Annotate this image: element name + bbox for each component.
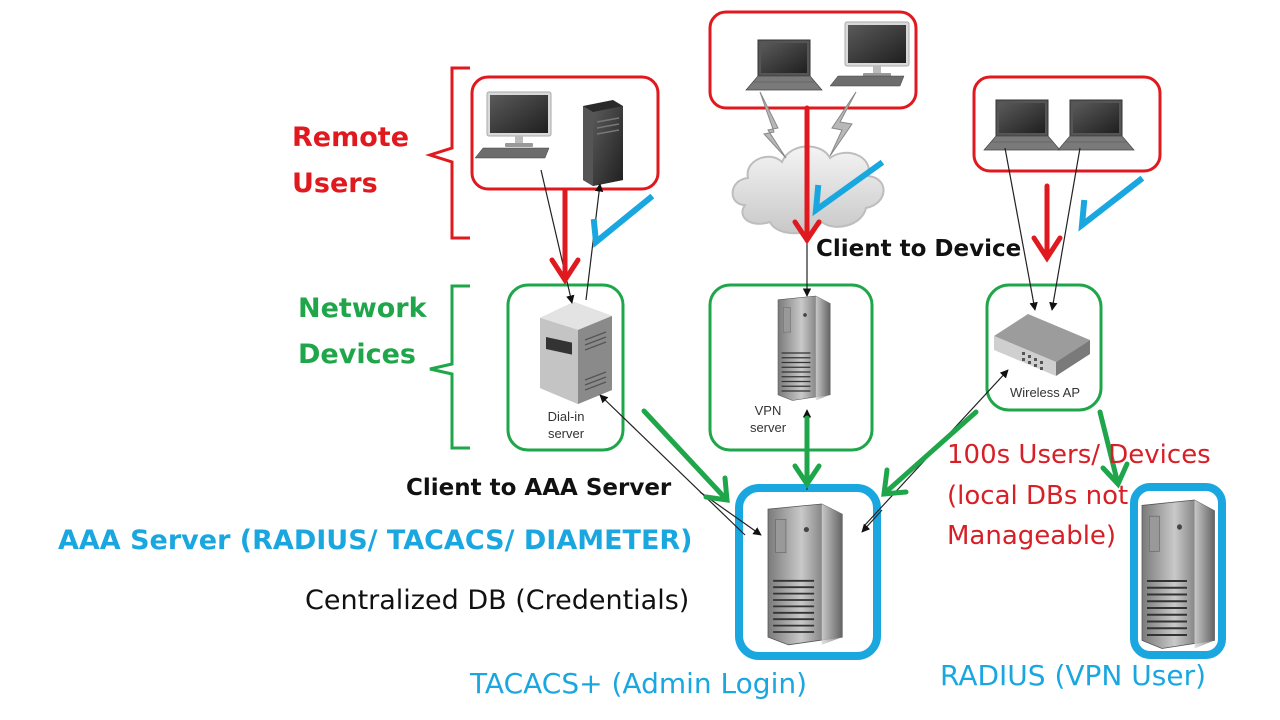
keyboard-icon (829, 75, 905, 87)
radius-label: RADIUS (VPN User) (940, 659, 1207, 692)
network-devices-label-line1: Network (298, 293, 427, 324)
red-arrow-1 (549, 187, 581, 285)
dial-in-caption: Dial-in server (528, 409, 604, 443)
network-devices-label-line2: Devices (298, 339, 416, 370)
scalability-note-line2: (local DBs not (947, 481, 1129, 511)
vpn-server-box (708, 283, 874, 452)
dial-in-server-box (506, 283, 625, 452)
network-devices-bracket (429, 284, 470, 450)
red-arrow-2 (792, 105, 822, 245)
arrow-aaa-dialin (599, 394, 746, 536)
server-cube-icon (540, 302, 612, 404)
remote-users-label-line1: Remote (292, 122, 410, 153)
scalability-note-line1: 100s Users/ Devices (947, 440, 1211, 470)
scalability-note-line3: Manageable) (947, 521, 1117, 551)
client-to-device-label: Client to Device (816, 236, 1022, 262)
arrow-laptop-ap1 (1004, 147, 1038, 311)
green-client-to-aaa-arrows (641, 408, 1130, 503)
tower-server-icon (767, 503, 844, 646)
tower-server-icon (777, 295, 831, 402)
arrow-laptop-ap2 (1049, 147, 1081, 311)
checkmark-icon (812, 159, 885, 217)
wireless-ap-caption: Wireless AP (1009, 385, 1081, 400)
remote-users-label-line2: Users (292, 168, 378, 199)
wireless-link-icon (759, 91, 787, 159)
green-arrow-ap-aaa (881, 409, 979, 497)
radius-server-box (1130, 483, 1226, 659)
checkmark-icon (1078, 175, 1145, 232)
tacacs-label: TACACS+ (Admin Login) (470, 667, 808, 700)
red-client-to-device-arrows (549, 105, 1063, 285)
green-arrow-ap-radius (1097, 409, 1130, 489)
wireless-ap-icon (994, 314, 1090, 376)
wireless-link-icon (829, 91, 857, 157)
vpn-caption-line1: VPN (754, 403, 782, 418)
arrow-ap-aaa (861, 509, 883, 533)
aaa-server-label: AAA Server (RADIUS/ TACACS/ DIAMETER) (58, 525, 693, 556)
tower-server-icon (1141, 499, 1216, 650)
remote-users-bracket (425, 66, 470, 240)
checkmark-icon (590, 193, 655, 248)
tower-pc-icon (582, 99, 624, 187)
red-arrow-3 (1031, 183, 1063, 263)
keyboard-icon (474, 147, 550, 159)
remote-user-group-1 (470, 75, 660, 191)
client-to-aaa-label: Client to AAA Server (406, 475, 672, 501)
green-arrow-dialin-aaa (641, 408, 730, 503)
wireless-ap-box (985, 283, 1103, 412)
remote-user-group-3 (972, 75, 1162, 173)
dial-in-caption-line2: server (547, 425, 585, 441)
remote-user-group-2 (708, 10, 918, 110)
tacacs-server-box (735, 484, 881, 660)
dial-in-caption-line1: Dial-in (547, 409, 585, 424)
centralized-db-label: Centralized DB (Credentials) (305, 585, 690, 616)
green-arrow-vpn-aaa (792, 415, 822, 489)
vpn-caption: VPN server (740, 403, 796, 437)
vpn-caption-line2: server (749, 419, 787, 435)
